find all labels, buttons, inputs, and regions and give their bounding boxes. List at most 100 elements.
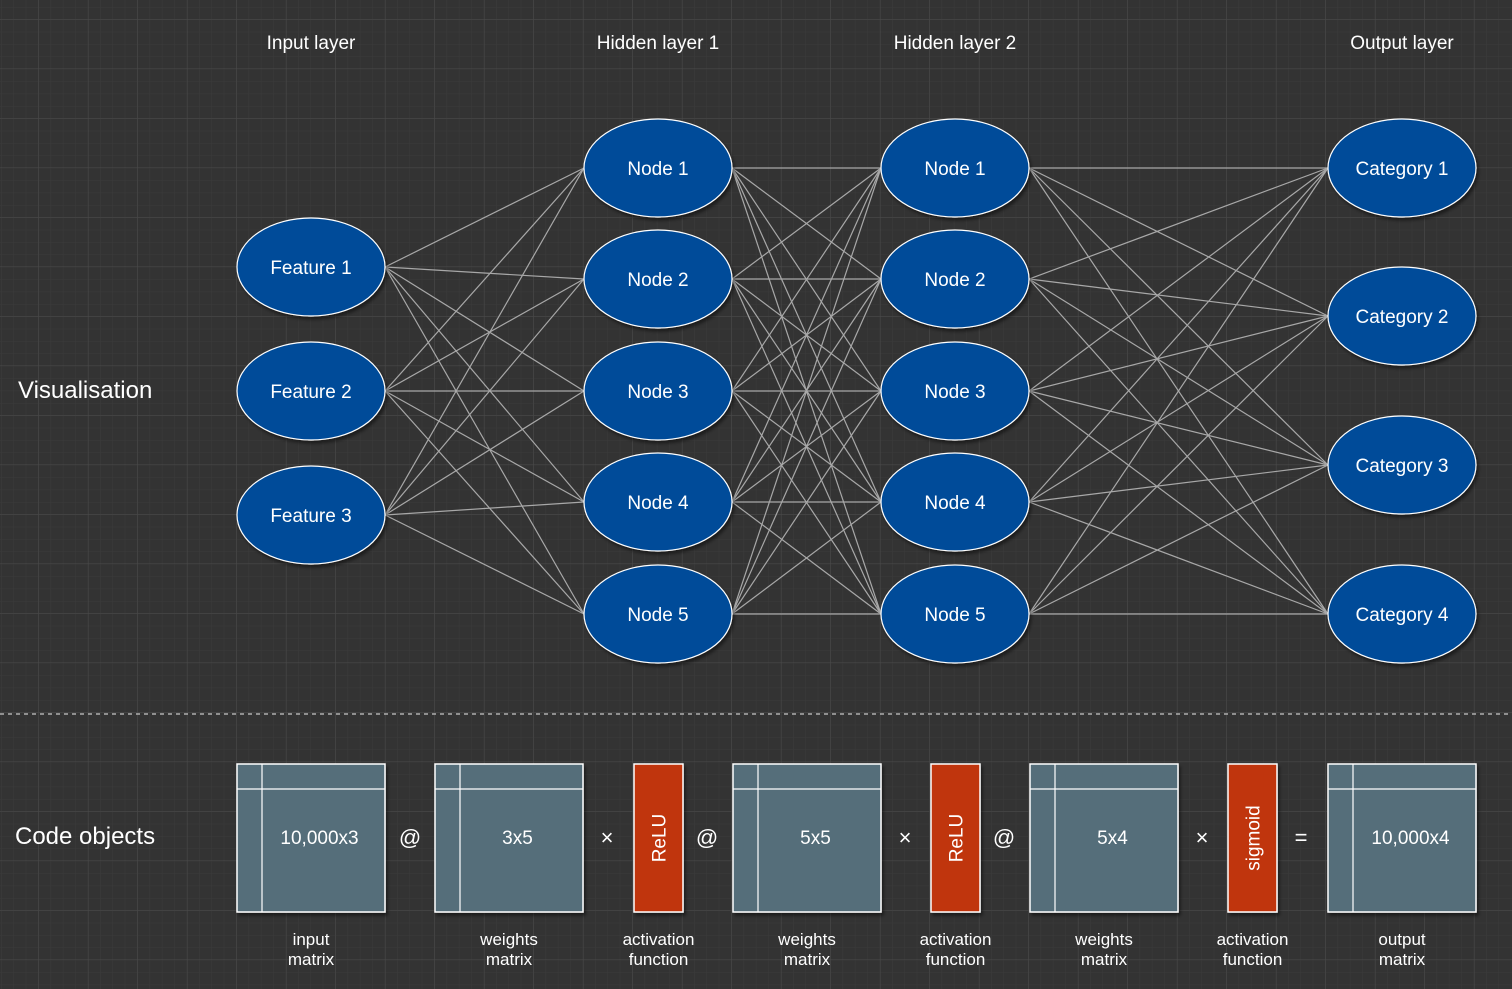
operator-multiply: × <box>601 825 614 850</box>
connection-0-2-1 <box>384 278 585 516</box>
operator-matmul: @ <box>399 825 421 850</box>
node-label: Node 3 <box>627 382 688 403</box>
connection-2-0-1 <box>1028 167 1329 317</box>
node-2-2[interactable]: Node 2 <box>880 229 1030 329</box>
node-label: Node 2 <box>924 270 985 291</box>
node-ellipse <box>236 465 386 565</box>
node-3-1[interactable]: Category 1 <box>1327 118 1477 218</box>
layer-title-input: Input layer <box>266 33 356 54</box>
node-label: Node 4 <box>924 493 986 514</box>
matrix-10,000x4[interactable]: 10,000x4 <box>1327 763 1477 913</box>
network-nodes: Feature 1 Feature 2 Feature 3 Node 1 Node 2 N… <box>236 118 1477 664</box>
matrix-caption: weights matrix <box>480 930 538 969</box>
node-2-1[interactable]: Node 1 <box>880 118 1030 218</box>
operator-matmul: @ <box>696 825 718 850</box>
node-2-3[interactable]: Node 3 <box>880 341 1030 441</box>
activation-caption: activation function <box>919 930 992 969</box>
operator-multiply: × <box>899 825 912 850</box>
node-label: Node 2 <box>627 270 688 291</box>
node-ellipse <box>880 229 1030 329</box>
matrix-5x4[interactable]: 5x4 <box>1029 763 1179 913</box>
matrix-5x5[interactable]: 5x5 <box>732 763 882 913</box>
node-ellipse <box>880 452 1030 552</box>
node-label: Category 2 <box>1356 307 1449 328</box>
node-ellipse <box>583 452 733 552</box>
activation-ReLU[interactable]: ReLU <box>930 763 981 913</box>
node-label: Node 1 <box>627 159 688 180</box>
activation-caption: activation function <box>1216 930 1289 969</box>
connection-0-1-1 <box>384 278 585 392</box>
activation-box <box>1227 763 1278 913</box>
node-2-5[interactable]: Node 5 <box>880 564 1030 664</box>
activation-caption: activation function <box>622 930 695 969</box>
connection-0-0-2 <box>384 266 585 392</box>
matrix-shape-label: 10,000x4 <box>1371 828 1450 849</box>
connection-0-1-4 <box>384 390 585 615</box>
node-1-2[interactable]: Node 2 <box>583 229 733 329</box>
code-objects-row: 10,000x3@3x5×ReLU@5x5×ReLU@5x4×sigmoid=1… <box>236 763 1477 913</box>
matrix-caption: weights matrix <box>778 930 836 969</box>
matrix-10,000x3[interactable]: 10,000x3 <box>236 763 386 913</box>
connection-2-2-1 <box>1028 315 1329 392</box>
node-1-3[interactable]: Node 3 <box>583 341 733 441</box>
connection-0-2-2 <box>384 390 585 516</box>
activation-box <box>930 763 981 913</box>
connection-0-0-4 <box>384 266 585 615</box>
connection-1-3-0 <box>731 167 882 503</box>
connection-1-4-0 <box>731 167 882 615</box>
node-1-1[interactable]: Node 1 <box>583 118 733 218</box>
node-ellipse <box>583 118 733 218</box>
connection-0-0-0 <box>384 167 585 268</box>
connection-1-4-2 <box>731 390 882 615</box>
node-label: Node 3 <box>924 382 985 403</box>
connection-2-1-3 <box>1028 278 1329 615</box>
connection-2-2-2 <box>1028 390 1329 466</box>
node-ellipse <box>1327 564 1477 664</box>
operator-equals: = <box>1295 825 1308 850</box>
node-ellipse <box>583 341 733 441</box>
connection-1-4-1 <box>731 278 882 615</box>
node-0-1[interactable]: Feature 1 <box>236 217 386 317</box>
connection-2-3-0 <box>1028 167 1329 503</box>
node-ellipse <box>236 217 386 317</box>
connection-0-0-1 <box>384 266 585 280</box>
connection-1-2-0 <box>731 167 882 392</box>
activation-label: ReLU <box>947 814 968 863</box>
matrix-shape-label: 5x4 <box>1097 828 1128 849</box>
connection-0-2-0 <box>384 167 585 516</box>
connection-2-2-0 <box>1028 167 1329 392</box>
node-label: Feature 3 <box>270 506 351 527</box>
connection-1-1-0 <box>731 167 882 280</box>
node-1-5[interactable]: Node 5 <box>583 564 733 664</box>
node-0-3[interactable]: Feature 3 <box>236 465 386 565</box>
activation-label: sigmoid <box>1244 805 1265 870</box>
matrix-3x5[interactable]: 3x5 <box>434 763 584 913</box>
node-3-2[interactable]: Category 2 <box>1327 266 1477 366</box>
node-ellipse <box>1327 415 1477 515</box>
layer-title-hidden-2: Hidden layer 2 <box>893 33 1017 54</box>
node-ellipse <box>880 341 1030 441</box>
node-3-3[interactable]: Category 3 <box>1327 415 1477 515</box>
connection-2-4-2 <box>1028 464 1329 615</box>
operator-matmul: @ <box>993 825 1015 850</box>
node-label: Node 1 <box>924 159 985 180</box>
node-label: Category 3 <box>1356 456 1449 477</box>
activation-sigmoid[interactable]: sigmoid <box>1227 763 1278 913</box>
node-0-2[interactable]: Feature 2 <box>236 341 386 441</box>
layer-title-hidden-1: Hidden layer 1 <box>596 33 720 54</box>
connections <box>384 167 1329 615</box>
node-3-4[interactable]: Category 4 <box>1327 564 1477 664</box>
node-label: Feature 2 <box>270 382 351 403</box>
node-ellipse <box>583 564 733 664</box>
connection-0-1-0 <box>384 167 585 392</box>
connection-2-1-2 <box>1028 278 1329 466</box>
node-ellipse <box>880 118 1030 218</box>
activation-ReLU[interactable]: ReLU <box>633 763 684 913</box>
node-2-4[interactable]: Node 4 <box>880 452 1030 552</box>
connection-2-1-1 <box>1028 278 1329 317</box>
node-1-4[interactable]: Node 4 <box>583 452 733 552</box>
connection-0-1-3 <box>384 390 585 503</box>
connection-2-3-3 <box>1028 501 1329 615</box>
visualisation-section-label: Visualisation <box>18 377 153 404</box>
